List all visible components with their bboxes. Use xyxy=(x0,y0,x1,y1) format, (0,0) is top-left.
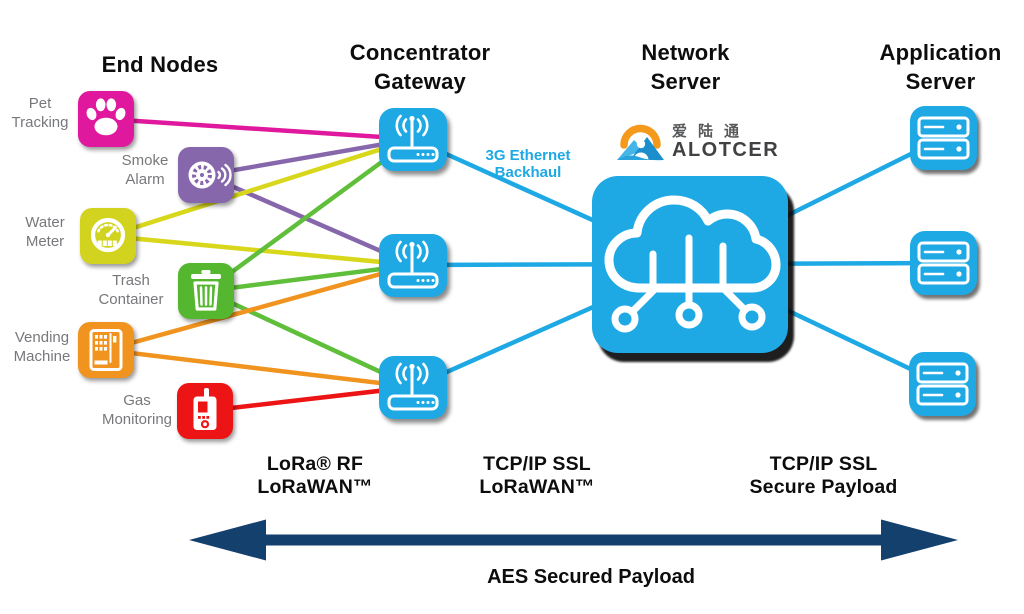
water-meter-gauge-icon xyxy=(90,217,126,253)
gateway-1 xyxy=(379,108,447,171)
connection-trash-gw2 xyxy=(203,262,416,294)
app-server-2 xyxy=(910,231,977,295)
network-server-title: Network Server xyxy=(608,38,763,96)
app-server-1 xyxy=(910,106,977,170)
gateway-3 xyxy=(379,356,447,419)
application-title-line2: Server xyxy=(905,69,976,94)
vending-machine-node xyxy=(78,322,134,378)
server-icon xyxy=(917,116,970,160)
trash-container-node xyxy=(178,263,234,319)
connection-water-gw1 xyxy=(105,136,416,239)
wifi-router-icon xyxy=(387,114,439,163)
wifi-router-icon xyxy=(387,362,439,411)
wifi-router-icon xyxy=(387,240,439,289)
concentrator-title-line1: Concentrator xyxy=(349,40,491,65)
logo-brand-text: ALOTCER xyxy=(672,139,780,161)
logo-chinese-text: 爱陆通 xyxy=(672,123,751,140)
end-nodes-title: End Nodes xyxy=(101,52,219,77)
smoke-alarm-node xyxy=(178,147,234,203)
connection-gas-gw3 xyxy=(202,384,416,414)
connection-smoke-gw2 xyxy=(203,172,416,268)
application-server-title: Application Server xyxy=(853,38,1024,96)
paw-icon xyxy=(86,98,126,136)
cloud-network-icon xyxy=(604,195,781,333)
connection-vending-gw2 xyxy=(103,262,416,353)
aes-secured-payload-label: AES Secured Payload xyxy=(487,566,695,588)
alotcer-logo: 爱陆通 ALOTCER xyxy=(614,116,779,168)
server-icon xyxy=(917,241,970,285)
vending-machine-icon xyxy=(89,329,123,371)
connection-trash-gw3 xyxy=(203,288,416,390)
gas-detector-icon xyxy=(193,388,217,430)
gateway-2 xyxy=(379,234,447,297)
concentrator-gateway-title: Concentrator Gateway xyxy=(330,38,510,96)
concentrator-title-line2: Gateway xyxy=(374,69,466,94)
gas-monitoring-node xyxy=(177,383,233,439)
connection-trash-gw1 xyxy=(203,136,416,294)
alotcer-logo-icon xyxy=(617,124,664,161)
connection-smoke-gw1 xyxy=(203,136,416,178)
application-title-line1: Application xyxy=(879,40,1002,65)
double-arrow-shape xyxy=(189,519,958,561)
smoke-detector-icon xyxy=(188,161,232,189)
network-title-line1: Network xyxy=(641,40,730,65)
trash-can-icon xyxy=(191,270,221,311)
pet-tracking-node xyxy=(78,91,134,147)
network-server-node xyxy=(592,176,788,353)
server-icon xyxy=(916,362,969,406)
network-title-line2: Server xyxy=(650,69,721,94)
water-meter-node xyxy=(80,208,136,264)
connection-vending-gw3 xyxy=(103,347,416,390)
connection-pet-gw1 xyxy=(103,116,416,142)
app-server-3 xyxy=(909,352,976,416)
